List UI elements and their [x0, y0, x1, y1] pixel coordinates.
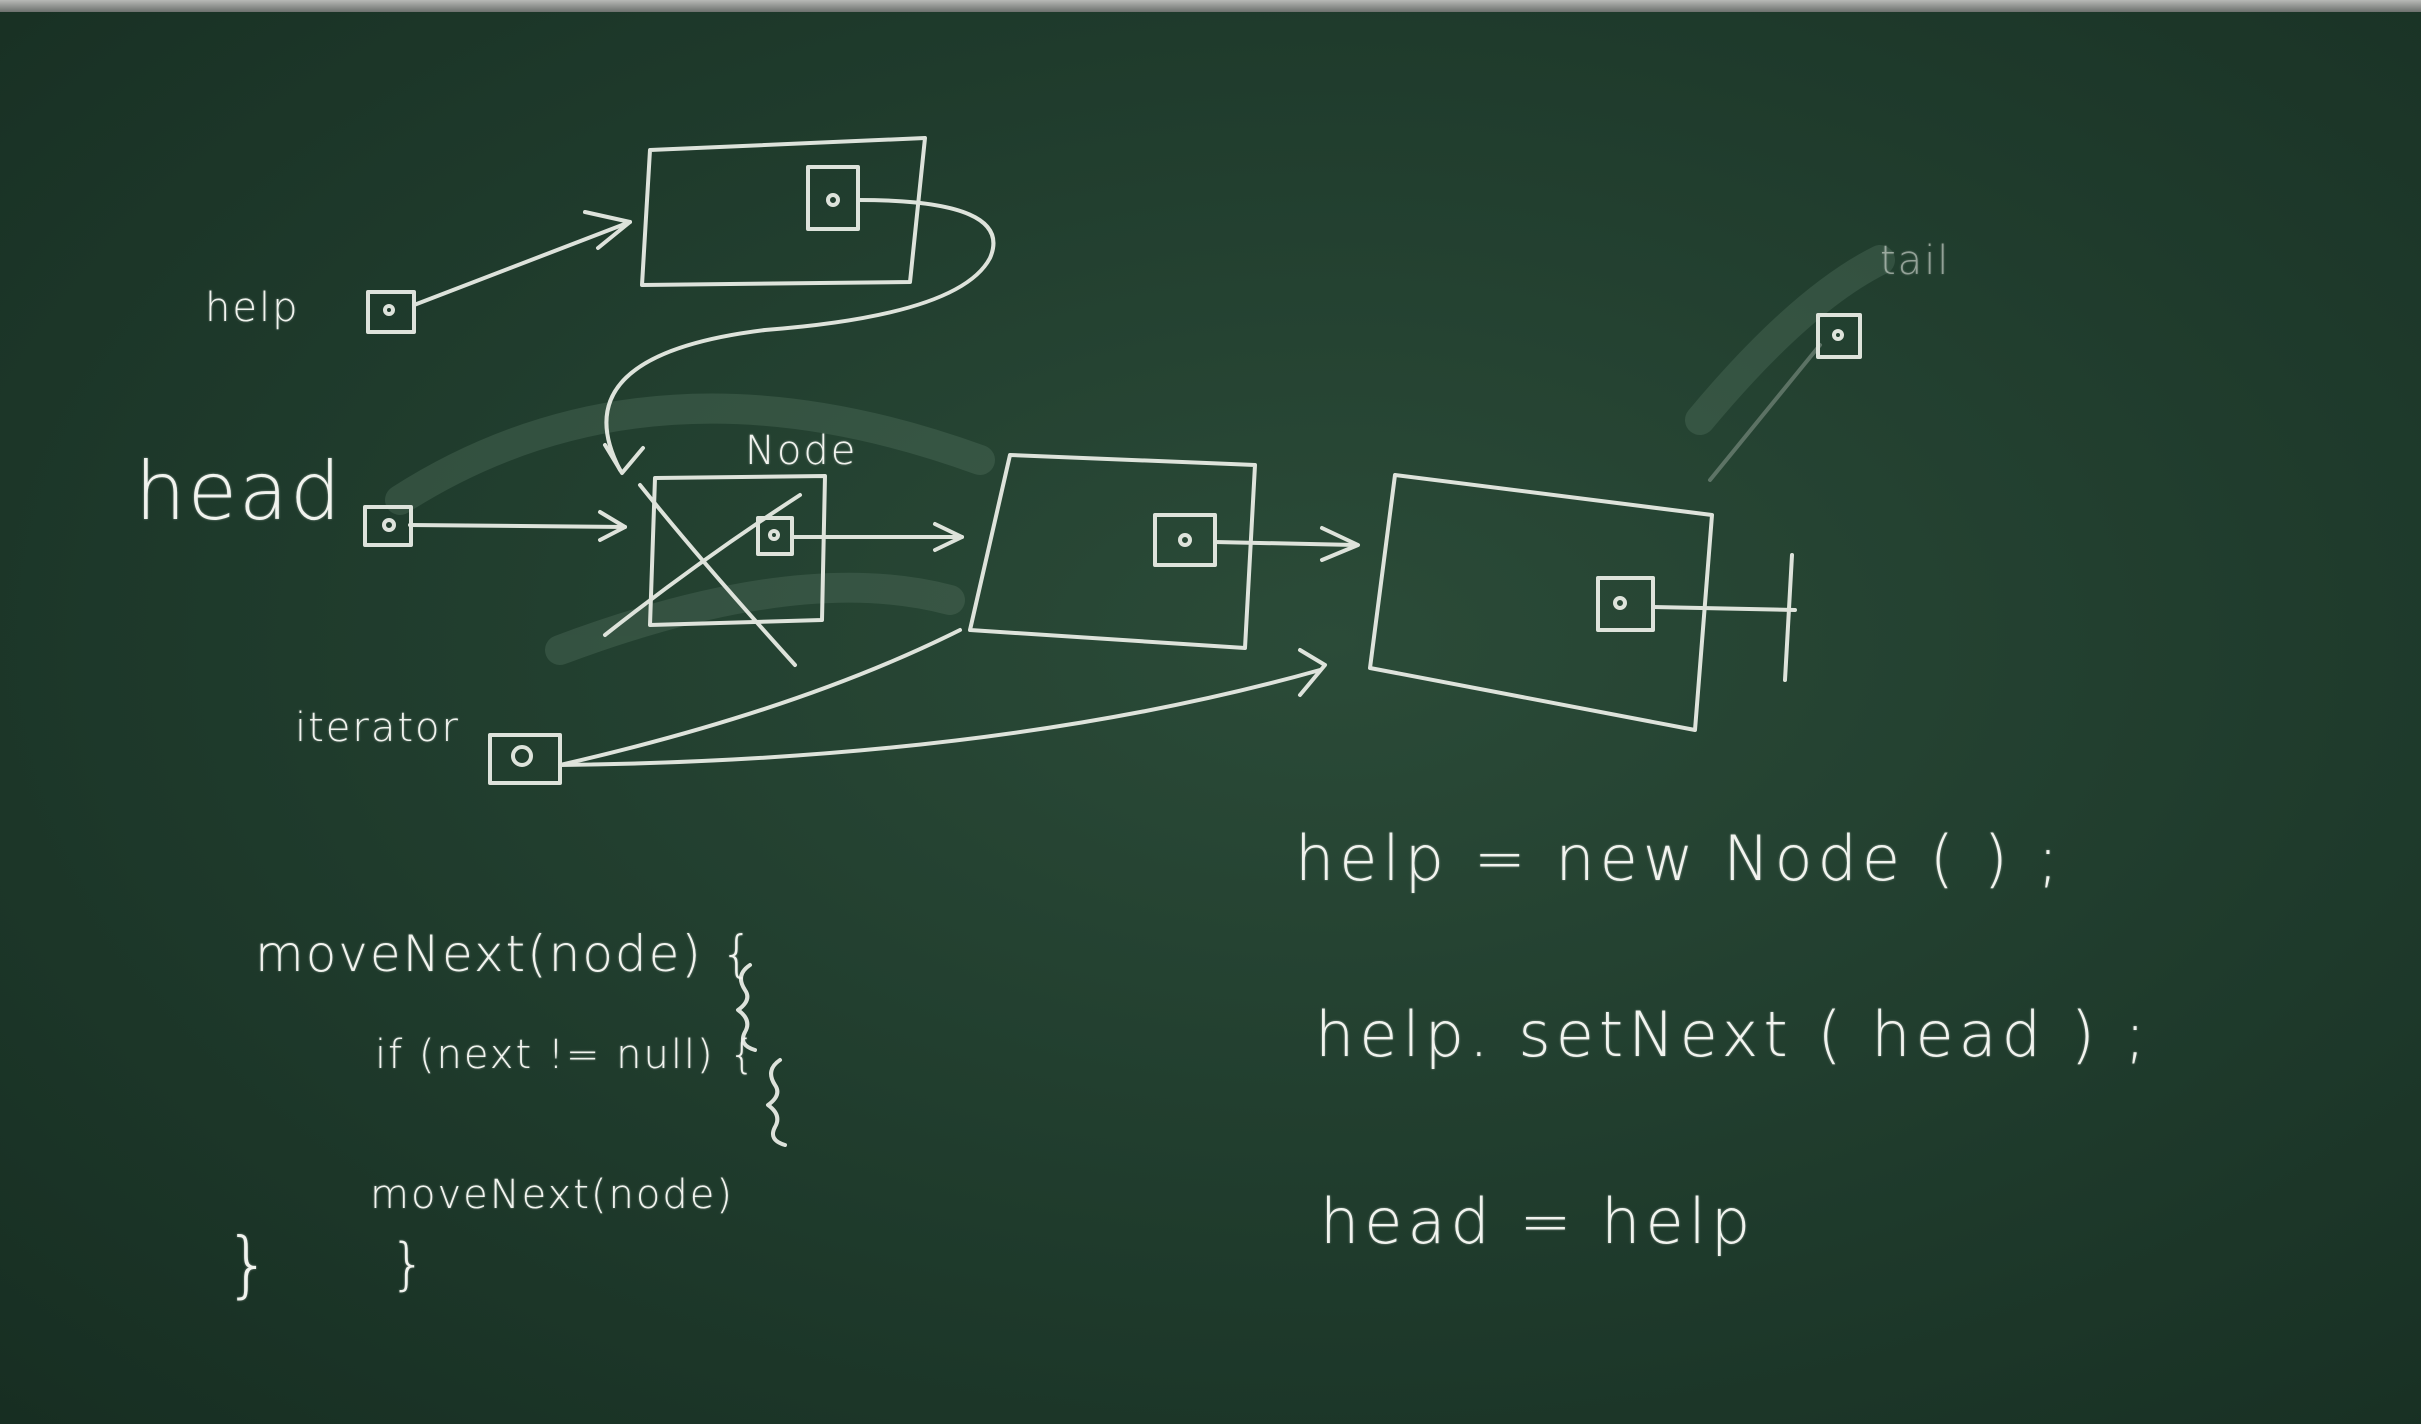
third-node-box	[1368, 473, 1714, 732]
null-terminator-bar	[1783, 553, 1794, 682]
iterator-pointer-dot	[511, 745, 533, 767]
new-node-box	[640, 136, 927, 287]
second-node-arrow	[1213, 540, 1357, 547]
help-arrowhead	[583, 210, 632, 250]
first-node-box	[648, 474, 827, 627]
code-right-line-1: help = new Node ( ) ;	[1295, 822, 2064, 895]
first-node-arrowhead	[933, 522, 964, 552]
eraser-smudges	[385, 245, 1895, 665]
new-node-next-arrow	[604, 198, 996, 472]
new-node-pointer-box	[806, 165, 860, 231]
second-node-box	[968, 453, 1257, 650]
head-label: head	[135, 445, 343, 538]
help-arrow	[412, 220, 632, 307]
code-right-line-2: help. setNext ( head ) ;	[1315, 998, 2151, 1071]
tail-label: tail	[1880, 238, 1951, 284]
third-node-pointer-dot	[1613, 596, 1627, 610]
board-frame	[0, 0, 2421, 12]
code-right-line-3: head = help	[1320, 1185, 1756, 1258]
head-pointer-dot	[382, 518, 396, 532]
code-left-line-2: if (next != null) {	[375, 1032, 757, 1078]
null-terminator-line	[1651, 605, 1797, 612]
help-label: help	[205, 285, 300, 331]
tail-pointer-box	[1816, 313, 1862, 359]
second-node-pointer-dot	[1178, 533, 1192, 547]
code-left-line-1: moveNext(node) {	[255, 925, 755, 983]
cross-out-stroke-2	[603, 493, 802, 637]
second-node-arrowhead	[1320, 526, 1360, 562]
cross-out-stroke-1	[638, 483, 797, 667]
iterator-old-arrow	[558, 628, 962, 767]
iterator-arrowhead	[1298, 648, 1327, 697]
node-label: Node	[745, 428, 858, 474]
iterator-label: iterator	[295, 705, 460, 751]
tail-arrow-faint	[1708, 343, 1822, 482]
help-pointer-box	[366, 290, 416, 334]
third-node-pointer-box	[1596, 576, 1655, 632]
new-node-pointer-dot	[826, 193, 840, 207]
first-node-pointer-dot	[768, 529, 780, 541]
head-arrow	[408, 523, 627, 529]
iterator-arrow	[558, 668, 1322, 767]
brace-1	[736, 963, 757, 1052]
code-left-line-3: moveNext(node)	[370, 1172, 734, 1218]
help-pointer-dot	[383, 304, 395, 316]
new-node-next-arrowhead	[603, 443, 645, 475]
code-left-line-5: }	[225, 1222, 273, 1306]
code-left-line-4: }	[390, 1232, 428, 1297]
tail-pointer-dot	[1832, 329, 1844, 341]
head-arrowhead	[598, 510, 627, 542]
first-node-pointer-box	[756, 516, 794, 556]
second-node-pointer-box	[1153, 513, 1217, 567]
brace-2	[766, 1058, 787, 1147]
iterator-pointer-box	[488, 733, 562, 785]
